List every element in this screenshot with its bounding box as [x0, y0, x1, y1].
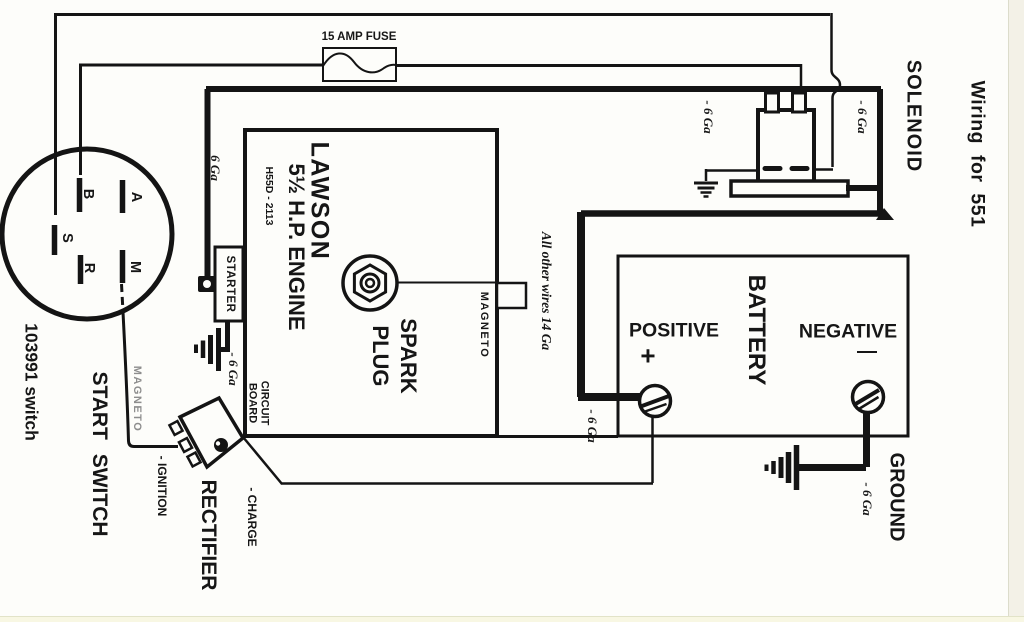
battery-negative-symbol: — [857, 340, 877, 363]
engine-name-line2: 5½ H.P. ENGINE [284, 163, 309, 331]
rectifier-label: RECTIFIER [197, 479, 220, 591]
rectifier-icon [167, 395, 246, 470]
terminal-a-label: A [128, 191, 144, 203]
diagram-title: Wiring for 551 [966, 80, 989, 228]
battery-negative-label: NEGATIVE [798, 320, 898, 343]
scan-edge-bottom [0, 616, 1024, 622]
start-switch-icon [0, 146, 175, 322]
heavy-6ga-wires [204, 86, 894, 471]
gauge-starter-feed: 6 Ga [208, 155, 223, 181]
starter-ground-symbol [194, 321, 230, 371]
terminal-b-label: B [80, 188, 96, 200]
battery-positive-terminal [637, 383, 673, 419]
start-switch-caption: START SWITCH [88, 371, 111, 537]
circuit-board-label: CIRCUIT BOARD [246, 380, 271, 426]
engine-model: H55D - 2113 [263, 166, 275, 226]
ignition-wire-label: - IGNITION [155, 455, 169, 517]
solenoid-ground-symbol [694, 169, 758, 198]
supply-wires [54, 13, 842, 215]
spark-plug-label: SPARK PLUG [368, 318, 422, 394]
solenoid-icon [729, 91, 881, 198]
battery-negative-terminal [850, 379, 886, 415]
terminal-s-label: S [59, 233, 75, 243]
starter-label: STARTER [223, 255, 236, 313]
terminal-m-label: M [127, 260, 143, 274]
battery-positive-label: POSITIVE [629, 319, 719, 342]
solenoid-label: SOLENOID [902, 59, 925, 173]
spark-plug-icon [341, 254, 497, 312]
gauge-solenoid-battery: - 6 Ga [855, 100, 870, 134]
switch-part-number: 103991 switch [21, 323, 42, 441]
charge-wire-label: - CHARGE [245, 487, 259, 547]
scan-edge-right [1008, 0, 1024, 622]
terminal-r-label: R [81, 262, 97, 274]
magneto-terminal [495, 281, 528, 310]
gauge-solenoid-coil: - 6 Ga [701, 100, 716, 134]
ground-label: GROUND [885, 452, 908, 542]
gauge-battery-positive: - 6 Ga [585, 409, 600, 443]
battery-ground-symbol [764, 445, 800, 490]
wire-gauge-note: All other wires 14 Ga [539, 231, 554, 351]
gauge-starter-ground: - 6 Ga [226, 352, 241, 386]
battery-positive-symbol: + [640, 340, 656, 371]
magneto-terminal-label: MAGNETO [478, 291, 490, 359]
fuse-icon [322, 47, 397, 82]
fuse-label: 15 AMP FUSE [321, 31, 397, 43]
battery-label: BATTERY [743, 274, 770, 386]
battery-box [616, 254, 910, 438]
signal-wires [120, 283, 654, 485]
gauge-battery-ground: - 6 Ga [860, 482, 875, 516]
magneto-wire-label: MAGNETO [131, 365, 143, 433]
